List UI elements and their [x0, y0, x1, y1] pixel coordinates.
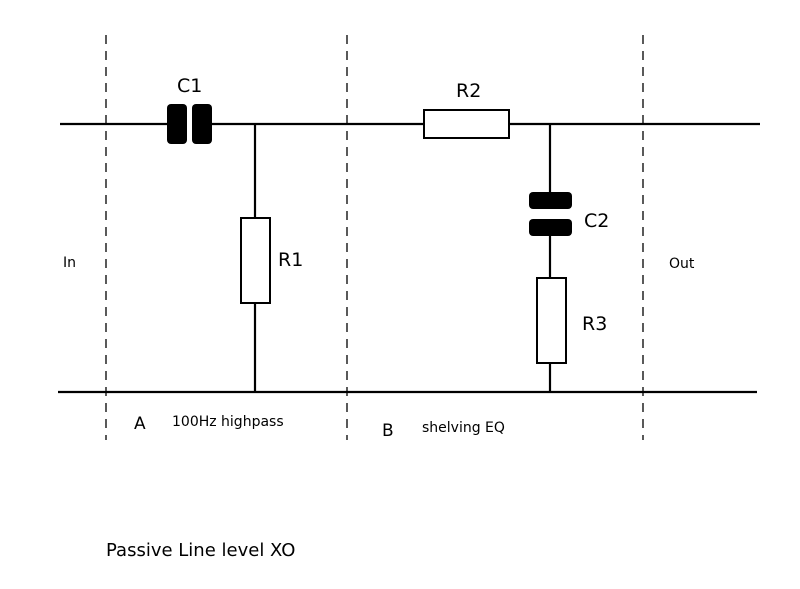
resistor-r2 — [423, 109, 510, 139]
port-out-label: Out — [669, 256, 695, 272]
label-r2: R2 — [456, 80, 481, 102]
label-r1: R1 — [278, 249, 303, 271]
resistor-r3 — [536, 277, 567, 364]
section-a-letter: A — [134, 414, 146, 434]
section-b-description: shelving EQ — [422, 420, 505, 436]
port-in-label: In — [63, 255, 76, 271]
capacitor-c1-plate — [192, 104, 212, 144]
capacitor-c2-plate — [529, 192, 572, 209]
section-b-letter: B — [382, 421, 394, 441]
label-c2: C2 — [584, 210, 609, 232]
capacitor-c2 — [529, 192, 572, 236]
capacitor-c2-plate — [529, 219, 572, 236]
section-a-description: 100Hz highpass — [172, 414, 284, 430]
diagram-title: Passive Line level XO — [106, 540, 295, 561]
label-c1: C1 — [177, 75, 202, 97]
capacitor-c1-plate — [167, 104, 187, 144]
resistor-r1 — [240, 217, 271, 304]
label-r3: R3 — [582, 313, 607, 335]
capacitor-c1 — [167, 104, 212, 144]
